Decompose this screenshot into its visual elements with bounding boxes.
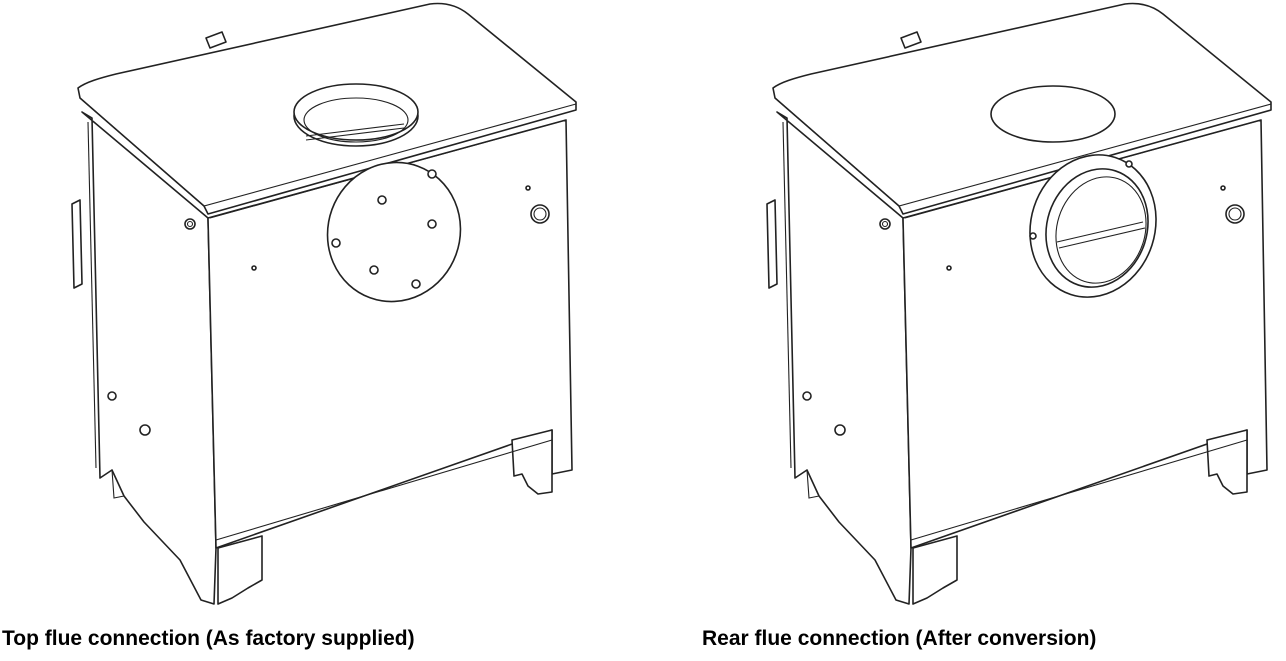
- top-flue-collar: [293, 83, 419, 147]
- stove-top-flue-illustration: [71, 2, 577, 605]
- caption-rear-flue: Rear flue connection (After conversion): [702, 627, 1097, 650]
- rear-flue-collar: [1029, 154, 1157, 298]
- stove-rear-flue-illustration: [766, 2, 1272, 605]
- top-blanking-plate: [990, 85, 1116, 143]
- rear-blanking-plate: [326, 161, 462, 303]
- caption-top-flue: Top flue connection (As factory supplied…: [2, 627, 415, 650]
